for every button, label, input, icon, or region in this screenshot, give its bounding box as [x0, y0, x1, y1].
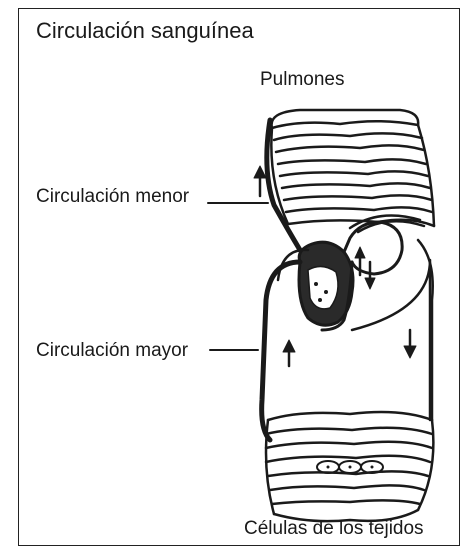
lung-capillaries	[271, 110, 434, 226]
